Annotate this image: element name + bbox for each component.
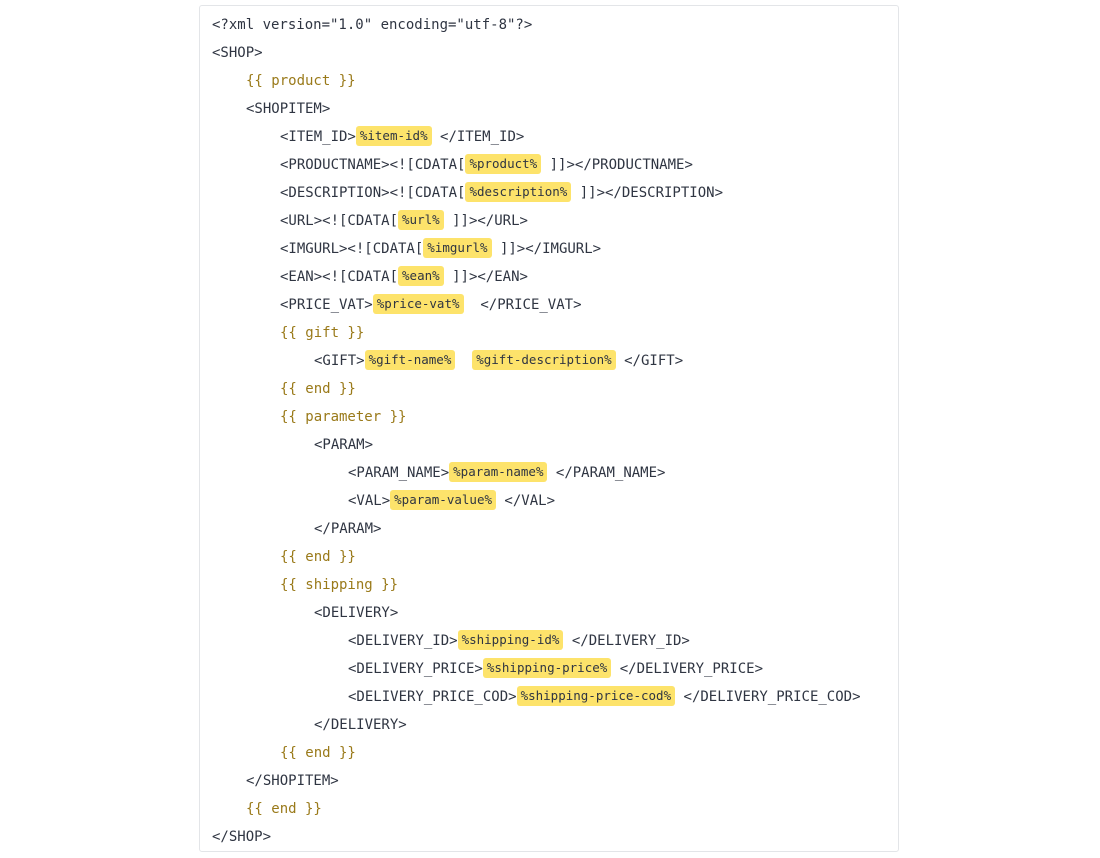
template-tag: {{ product }}	[246, 73, 356, 89]
xml-text: ]]></EAN>	[443, 269, 528, 285]
code-line[interactable]: <PRICE_VAT>%price-vat% </PRICE_VAT>	[212, 291, 898, 319]
xml-text: </PARAM>	[314, 521, 382, 537]
code-line[interactable]: <?xml version="1.0" encoding="utf-8"?>	[212, 11, 898, 39]
xml-template-editor[interactable]: <?xml version="1.0" encoding="utf-8"?> <S…	[199, 5, 899, 852]
xml-text: ]]></PRODUCTNAME>	[541, 157, 693, 173]
placeholder-token[interactable]: %imgurl%	[423, 238, 492, 258]
code-line[interactable]: </SHOP>	[212, 823, 898, 851]
code-line[interactable]: <SHOPITEM>	[212, 95, 898, 123]
xml-text: </DELIVERY_PRICE>	[611, 661, 763, 677]
code-line[interactable]: <VAL>%param-value% </VAL>	[212, 487, 898, 515]
xml-text: <EAN><![CDATA[	[280, 269, 399, 285]
xml-text: <URL><![CDATA[	[280, 213, 399, 229]
code-line[interactable]: <GIFT>%gift-name% %gift-description% </G…	[212, 347, 898, 375]
code-line[interactable]: {{ product }}	[212, 67, 898, 95]
code-line[interactable]: {{ end }}	[212, 739, 898, 767]
xml-text: </DELIVERY_PRICE_COD>	[675, 689, 861, 705]
placeholder-token[interactable]: %price-vat%	[372, 294, 464, 314]
xml-text: </DELIVERY>	[314, 717, 407, 733]
placeholder-token[interactable]: %param-value%	[390, 490, 496, 510]
code-line[interactable]: {{ shipping }}	[212, 571, 898, 599]
template-tag: {{ parameter }}	[280, 409, 407, 425]
xml-text: </GIFT>	[615, 353, 684, 369]
placeholder-token[interactable]: %param-name%	[449, 462, 548, 482]
template-tag: {{ gift }}	[280, 325, 365, 341]
placeholder-token[interactable]: %item-id%	[355, 126, 432, 146]
code-line[interactable]: <PARAM_NAME>%param-name% </PARAM_NAME>	[212, 459, 898, 487]
xml-text: <PARAM_NAME>	[348, 465, 450, 481]
xml-text: ]]></IMGURL>	[491, 241, 602, 257]
template-tag: {{ end }}	[246, 801, 322, 817]
placeholder-token[interactable]: %shipping-price%	[482, 658, 612, 678]
code-line[interactable]: {{ end }}	[212, 375, 898, 403]
xml-text: </SHOPITEM>	[246, 773, 339, 789]
xml-text: <DELIVERY_PRICE>	[348, 661, 483, 677]
code-line[interactable]: <URL><![CDATA[%url% ]]></URL>	[212, 207, 898, 235]
placeholder-token[interactable]: %description%	[465, 182, 572, 202]
xml-text: <VAL>	[348, 493, 391, 509]
template-tag: {{ end }}	[280, 381, 356, 397]
code-line[interactable]: </SHOPITEM>	[212, 767, 898, 795]
xml-text: </PRICE_VAT>	[463, 297, 582, 313]
placeholder-token[interactable]: %gift-name%	[364, 350, 456, 370]
code-line[interactable]: {{ end }}	[212, 543, 898, 571]
code-line[interactable]: </PARAM>	[212, 515, 898, 543]
placeholder-token[interactable]: %shipping-id%	[457, 630, 564, 650]
code-line[interactable]: <EAN><![CDATA[%ean% ]]></EAN>	[212, 263, 898, 291]
xml-text: <DELIVERY_ID>	[348, 633, 458, 649]
xml-text: <IMGURL><![CDATA[	[280, 241, 424, 257]
xml-text: </DELIVERY_ID>	[563, 633, 690, 649]
code-line[interactable]: <ITEM_ID>%item-id% </ITEM_ID>	[212, 123, 898, 151]
xml-text: <PRODUCTNAME><![CDATA[	[280, 157, 466, 173]
code-line[interactable]: <SHOP>	[212, 39, 898, 67]
template-tag: {{ shipping }}	[280, 577, 399, 593]
placeholder-token[interactable]: %ean%	[398, 266, 444, 286]
xml-text	[455, 353, 472, 369]
xml-text: <SHOP>	[212, 45, 263, 61]
xml-text: </VAL>	[496, 493, 556, 509]
xml-text: </SHOP>	[212, 829, 272, 845]
code-line[interactable]: <PARAM>	[212, 431, 898, 459]
code-line[interactable]: </DELIVERY>	[212, 711, 898, 739]
template-tag: {{ end }}	[280, 745, 356, 761]
xml-text: <DELIVERY>	[314, 605, 399, 621]
xml-text: <PRICE_VAT>	[280, 297, 373, 313]
placeholder-token[interactable]: %product%	[465, 154, 542, 174]
code-line[interactable]: {{ parameter }}	[212, 403, 898, 431]
xml-text: <DELIVERY_PRICE_COD>	[348, 689, 517, 705]
xml-text: <SHOPITEM>	[246, 101, 331, 117]
xml-text: <PARAM>	[314, 437, 374, 453]
placeholder-token[interactable]: %shipping-price-cod%	[516, 686, 676, 706]
code-line[interactable]: <DELIVERY>	[212, 599, 898, 627]
code-line[interactable]: <PRODUCTNAME><![CDATA[%product% ]]></PRO…	[212, 151, 898, 179]
placeholder-token[interactable]: %gift-description%	[472, 350, 616, 370]
xml-text: </PARAM_NAME>	[547, 465, 666, 481]
xml-text: </ITEM_ID>	[431, 129, 525, 145]
code-line[interactable]: <DESCRIPTION><![CDATA[%description% ]]><…	[212, 179, 898, 207]
code-lines: <?xml version="1.0" encoding="utf-8"?> <S…	[212, 11, 898, 851]
code-line[interactable]: <IMGURL><![CDATA[%imgurl% ]]></IMGURL>	[212, 235, 898, 263]
code-line[interactable]: {{ end }}	[212, 795, 898, 823]
code-line[interactable]: <DELIVERY_ID>%shipping-id% </DELIVERY_ID…	[212, 627, 898, 655]
code-line[interactable]: {{ gift }}	[212, 319, 898, 347]
code-line[interactable]: <DELIVERY_PRICE>%shipping-price% </DELIV…	[212, 655, 898, 683]
code-line[interactable]: <DELIVERY_PRICE_COD>%shipping-price-cod%…	[212, 683, 898, 711]
placeholder-token[interactable]: %url%	[398, 210, 444, 230]
template-tag: {{ end }}	[280, 549, 356, 565]
xml-text: <GIFT>	[314, 353, 365, 369]
xml-text: <DESCRIPTION><![CDATA[	[280, 185, 466, 201]
xml-text: <ITEM_ID>	[280, 129, 356, 145]
xml-text: <?xml version="1.0" encoding="utf-8"?>	[212, 17, 533, 33]
xml-text: ]]></DESCRIPTION>	[571, 185, 723, 201]
xml-text: ]]></URL>	[443, 213, 528, 229]
